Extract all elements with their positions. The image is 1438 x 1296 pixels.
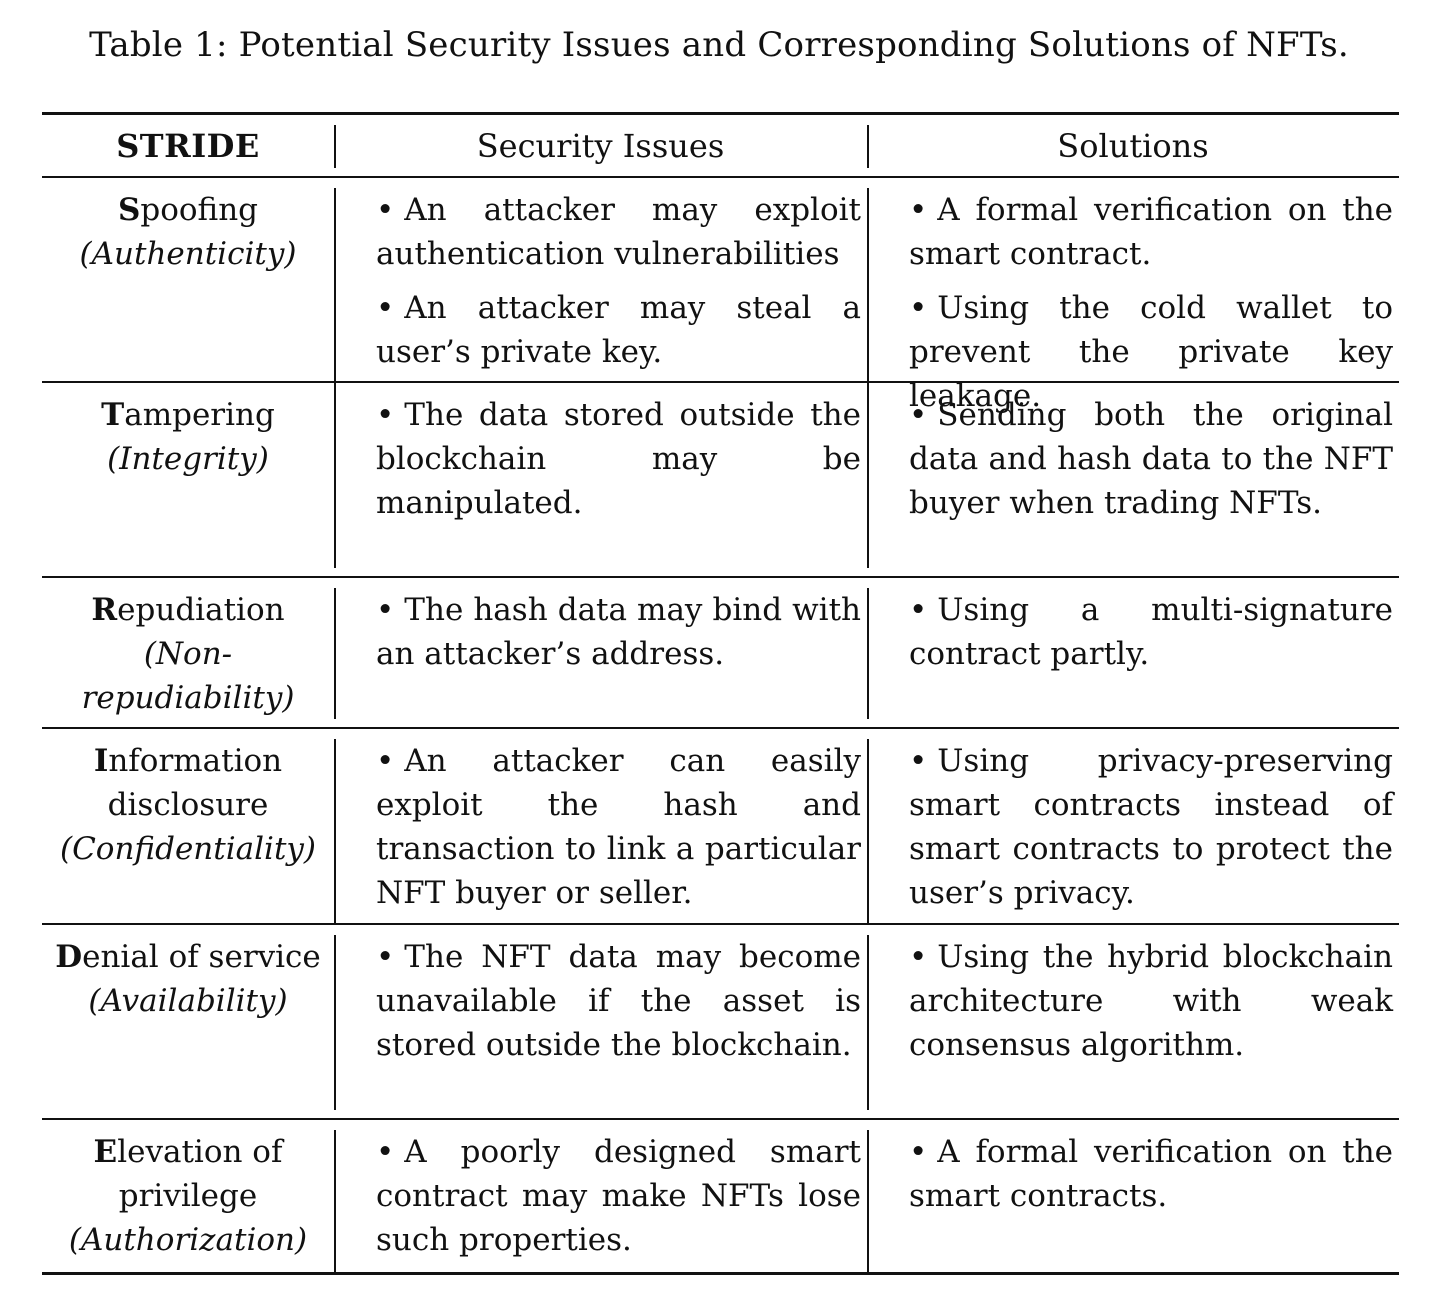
- table-row: Tampering(Integrity)•The data stored out…: [42, 383, 1399, 576]
- solution-item-text: Sending both the original data and hash …: [909, 397, 1393, 521]
- issue-item-text: An attacker may steal a user’s private k…: [376, 290, 861, 370]
- security-issues-cell: •The hash data may bind with an attacker…: [334, 578, 867, 727]
- category-initial: E: [93, 1134, 118, 1170]
- stride-table: STRIDE Security Issues Solutions Spoofin…: [42, 112, 1399, 1275]
- bullet-icon: •: [909, 592, 928, 628]
- bullet-icon: •: [376, 1134, 395, 1170]
- category-initial: S: [117, 192, 141, 228]
- bullet-icon: •: [376, 290, 395, 326]
- bullet-icon: •: [376, 397, 395, 433]
- security-property: (Availability): [88, 983, 288, 1019]
- issue-item-text: An attacker may exploit authentication v…: [376, 192, 861, 272]
- solution-item: •Using the hybrid blockchain architectur…: [909, 935, 1393, 1067]
- category-name: levation of privilege: [117, 1134, 283, 1214]
- top-rule: [42, 112, 1399, 115]
- category-name: epudiation: [117, 592, 285, 628]
- issue-item: •An attacker can easily exploit the hash…: [376, 739, 861, 915]
- stride-category-cell: Denial of service (Availability): [42, 925, 334, 1118]
- category-name: enial of service: [82, 939, 321, 975]
- issue-item-text: A poorly designed smart contract may mak…: [376, 1134, 861, 1258]
- issue-item: •An attacker may exploit authentication …: [376, 188, 861, 276]
- table-row: Elevation of privilege(Authorization)•A …: [42, 1120, 1399, 1272]
- issue-item-text: The data stored outside the blockchain m…: [376, 397, 861, 521]
- category-name: nformation disclosure: [107, 743, 283, 823]
- issue-item: •The data stored outside the blockchain …: [376, 393, 861, 525]
- table-body: Spoofing(Authenticity)•An attacker may e…: [42, 178, 1399, 1275]
- header-security-issues: Security Issues: [334, 115, 867, 176]
- solution-item-text: Using privacy-preserving smart contracts…: [909, 743, 1393, 911]
- category-initial: I: [93, 743, 109, 779]
- stride-category-cell: Spoofing (Authenticity): [42, 178, 334, 436]
- bottom-rule: [42, 1272, 1399, 1275]
- row-rule: [42, 923, 1399, 925]
- solution-item-text: Using a multi-signature contract partly.: [909, 592, 1393, 672]
- table-caption: Table 1: Potential Security Issues and C…: [89, 25, 1349, 65]
- stride-category-cell: Tampering (Integrity): [42, 383, 334, 576]
- solutions-cell: •Using a multi-signature contract partly…: [867, 578, 1399, 727]
- security-issues-cell: •A poorly designed smart contract may ma…: [334, 1120, 867, 1280]
- bullet-icon: •: [376, 192, 395, 228]
- issue-item: •The hash data may bind with an attacker…: [376, 588, 861, 676]
- table-row: Spoofing(Authenticity)•An attacker may e…: [42, 178, 1399, 428]
- security-issues-cell: •The data stored outside the blockchain …: [334, 383, 867, 576]
- security-issues-cell: •An attacker may exploit authentication …: [334, 178, 867, 436]
- issue-item-text: The hash data may bind with an attacker’…: [376, 592, 861, 672]
- bullet-icon: •: [909, 290, 928, 326]
- security-issues-cell: •The NFT data may become unavailable if …: [334, 925, 867, 1118]
- issue-item: •An attacker may steal a user’s private …: [376, 286, 861, 374]
- stride-category-cell: Information disclosure (Confidentiality): [42, 729, 334, 933]
- issue-item: •The NFT data may become unavailable if …: [376, 935, 861, 1067]
- solutions-cell: •Using privacy-preserving smart contract…: [867, 729, 1399, 933]
- row-rule: [42, 576, 1399, 578]
- bullet-icon: •: [376, 743, 395, 779]
- solution-item: •Using a multi-signature contract partly…: [909, 588, 1393, 676]
- table-row: Denial of service(Availability)•The NFT …: [42, 925, 1399, 1118]
- bullet-icon: •: [909, 939, 928, 975]
- bullet-icon: •: [376, 939, 395, 975]
- row-rule: [42, 727, 1399, 729]
- category-initial: R: [91, 592, 118, 628]
- solution-item-text: Using the cold wallet to prevent the pri…: [909, 290, 1393, 414]
- stride-category-cell: Repudiation (Non-repudiability): [42, 578, 334, 727]
- bullet-icon: •: [909, 192, 928, 228]
- security-issues-cell: •An attacker can easily exploit the hash…: [334, 729, 867, 933]
- solutions-cell: •A formal verification on the smart cont…: [867, 1120, 1399, 1280]
- solution-item-text: A formal verification on the smart contr…: [909, 192, 1393, 272]
- issue-item-text: An attacker can easily exploit the hash …: [376, 743, 861, 911]
- issue-item-text: The NFT data may become unavailable if t…: [376, 939, 861, 1063]
- solutions-cell: •Sending both the original data and hash…: [867, 383, 1399, 576]
- header-solutions: Solutions: [867, 115, 1399, 176]
- stride-category-cell: Elevation of privilege (Authorization): [42, 1120, 334, 1280]
- security-property: (Integrity): [107, 441, 269, 477]
- row-rule: [42, 1118, 1399, 1120]
- bullet-icon: •: [909, 397, 928, 433]
- solution-item-text: Using the hybrid blockchain architecture…: [909, 939, 1393, 1063]
- security-property: (Confidentiality): [59, 831, 317, 867]
- solution-item: •A formal verification on the smart cont…: [909, 188, 1393, 276]
- table-row: Repudiation(Non-repudiability)•The hash …: [42, 578, 1399, 727]
- solutions-cell: •A formal verification on the smart cont…: [867, 178, 1399, 436]
- solution-item: •Using privacy-preserving smart contract…: [909, 739, 1393, 915]
- table-header-row: STRIDE Security Issues Solutions: [42, 115, 1399, 176]
- header-rule: [42, 176, 1399, 178]
- bullet-icon: •: [909, 1134, 928, 1170]
- bullet-icon: •: [909, 743, 928, 779]
- bullet-icon: •: [376, 592, 395, 628]
- category-name: poofing: [140, 192, 259, 228]
- category-name: ampering: [124, 397, 275, 433]
- security-property: (Non-repudiability): [81, 636, 295, 716]
- solutions-cell: •Using the hybrid blockchain architectur…: [867, 925, 1399, 1118]
- header-stride: STRIDE: [116, 126, 260, 165]
- table-row: Information disclosure (Confidentiality) •…: [42, 729, 1399, 925]
- solution-item-text: A formal verification on the smart contr…: [909, 1134, 1393, 1214]
- solution-item: •Sending both the original data and hash…: [909, 393, 1393, 525]
- issue-item: •A poorly designed smart contract may ma…: [376, 1130, 861, 1262]
- row-rule: [42, 381, 1399, 383]
- solution-item: •Using the cold wallet to prevent the pr…: [909, 286, 1393, 418]
- category-initial: T: [101, 397, 125, 433]
- solution-item: •A formal verification on the smart cont…: [909, 1130, 1393, 1218]
- category-initial: D: [55, 939, 83, 975]
- security-property: (Authenticity): [79, 236, 297, 272]
- security-property: (Authorization): [68, 1222, 308, 1258]
